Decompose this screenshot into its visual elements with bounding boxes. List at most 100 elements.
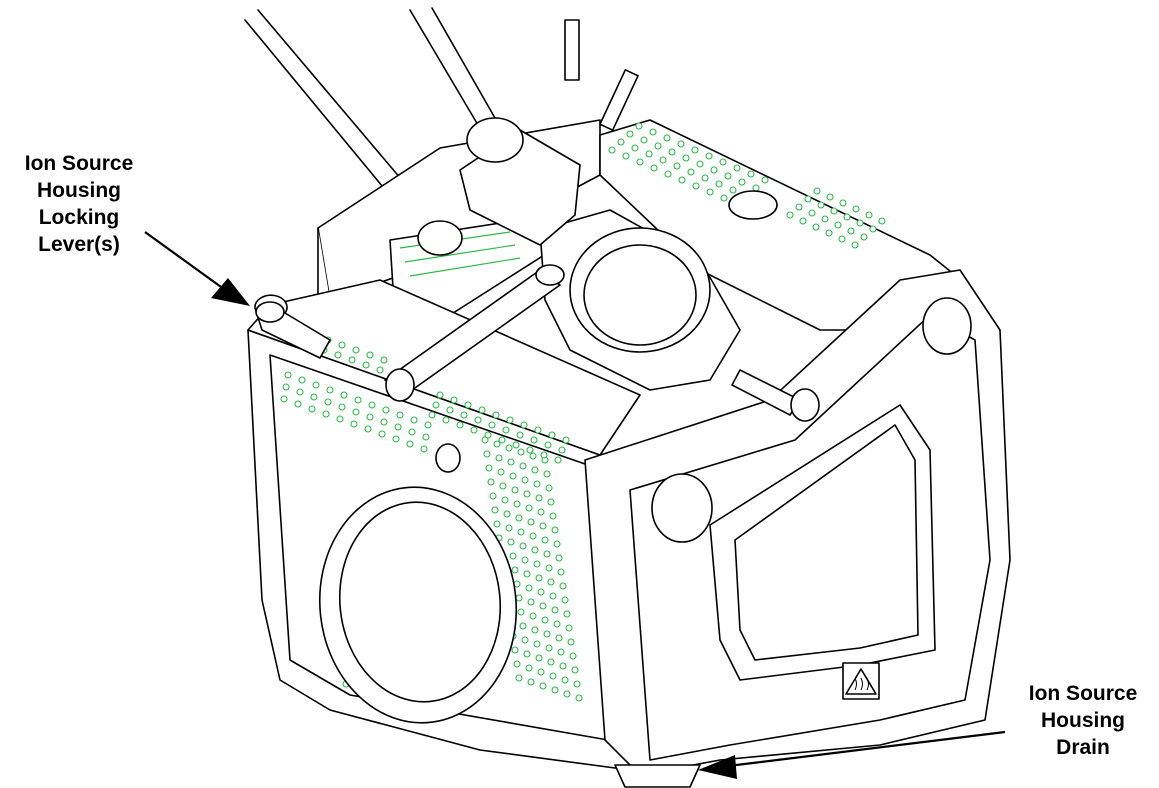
vent-hole <box>350 420 358 428</box>
vent-hole <box>348 356 356 364</box>
vent-hole <box>511 646 519 654</box>
locking-lever-rod[interactable] <box>384 264 565 402</box>
callout-line: Drain <box>1056 736 1110 759</box>
vent-hole <box>312 381 320 389</box>
vent-hole <box>706 188 714 196</box>
vent-hole <box>474 416 482 424</box>
vent-hole <box>515 514 523 522</box>
vent-hole <box>563 690 571 698</box>
vent-hole <box>378 430 386 438</box>
vent-hole <box>540 451 548 459</box>
vent-hole <box>878 217 886 225</box>
vent-hole <box>813 187 821 195</box>
vent-hole <box>617 138 625 146</box>
vent-hole <box>856 219 864 227</box>
vent-hole <box>396 411 404 419</box>
vent-hole <box>545 484 553 492</box>
vent-hole <box>392 435 400 443</box>
vent-hole <box>517 448 525 456</box>
vent-hole <box>575 694 583 702</box>
vent-hole <box>519 622 527 630</box>
vent-hole <box>338 403 346 411</box>
vent-hole <box>573 680 581 688</box>
vent-hole <box>830 207 838 215</box>
vent-hole <box>541 616 549 624</box>
vent-hole <box>485 464 493 472</box>
vent-hole <box>498 436 506 444</box>
vent-hole <box>545 644 553 652</box>
locking-lever-left[interactable] <box>254 294 331 359</box>
vent-hole <box>492 411 500 419</box>
vent-hole <box>499 482 507 490</box>
vent-hole <box>654 142 662 150</box>
locking-lever-right[interactable] <box>731 369 820 422</box>
vent-hole <box>761 176 769 184</box>
vent-hole <box>460 411 468 419</box>
vent-hole <box>523 650 531 658</box>
vent-hole <box>677 140 685 148</box>
vent-hole <box>326 386 334 394</box>
vent-hole <box>481 436 489 444</box>
vent-hole <box>513 500 521 508</box>
vent-hole <box>428 411 436 419</box>
vent-hole <box>506 416 514 424</box>
top-plate <box>599 119 956 331</box>
vent-hole <box>505 524 513 532</box>
vent-hole <box>719 158 727 166</box>
vent-hole <box>678 176 686 184</box>
vent-hole <box>534 426 542 434</box>
vent-hole <box>838 235 846 243</box>
vent-hole <box>527 518 535 526</box>
vent-hole <box>446 406 454 414</box>
vent-hole <box>493 520 501 528</box>
vent-hole <box>517 528 525 536</box>
vent-hole <box>659 156 667 164</box>
vent-hole <box>795 203 803 211</box>
vent-hole <box>410 416 418 424</box>
vent-hole <box>519 542 527 550</box>
drain-arrow <box>698 730 1006 779</box>
vent-hole <box>280 395 288 403</box>
vent-hole <box>553 540 561 548</box>
vent-hole <box>442 416 450 424</box>
vent-hole <box>696 160 704 168</box>
vent-hole <box>847 227 855 235</box>
vent-hole <box>852 205 860 213</box>
vent-hole <box>554 456 562 464</box>
vent-hole <box>503 510 511 518</box>
drain-spout <box>614 764 701 788</box>
vent-hole <box>501 496 509 504</box>
vent-hole <box>834 221 842 229</box>
vent-hole <box>786 211 794 219</box>
vent-hole <box>376 366 384 374</box>
vent-hole <box>547 498 555 506</box>
tube-fitting <box>417 220 463 256</box>
vent-hole <box>366 413 374 421</box>
vent-hole <box>436 391 444 399</box>
vent-hole <box>523 570 531 578</box>
left-bolt-cap <box>651 473 713 543</box>
vent-hole <box>515 674 523 682</box>
vent-hole <box>527 598 535 606</box>
vent-hole <box>851 241 859 249</box>
vent-hole <box>626 130 634 138</box>
vent-hole <box>559 582 567 590</box>
vent-hole <box>531 466 539 474</box>
vent-hole <box>747 170 755 178</box>
vent-hole <box>511 566 519 574</box>
vent-hole <box>382 406 390 414</box>
vent-hole <box>354 396 362 404</box>
vent-hole <box>860 233 868 241</box>
vent-hole <box>825 229 833 237</box>
locking-lever-callout: Ion Source Housing Locking Lever(s) <box>4 150 154 258</box>
vent-hole <box>549 672 557 680</box>
vent-hole <box>340 391 348 399</box>
vent-hole <box>559 662 567 670</box>
vent-hole <box>432 401 440 409</box>
vent-hole <box>525 584 533 592</box>
vent-hole <box>525 504 533 512</box>
vent-hole <box>640 136 648 144</box>
vent-hole <box>555 554 563 562</box>
vent-hole <box>535 494 543 502</box>
vent-hole <box>561 596 569 604</box>
